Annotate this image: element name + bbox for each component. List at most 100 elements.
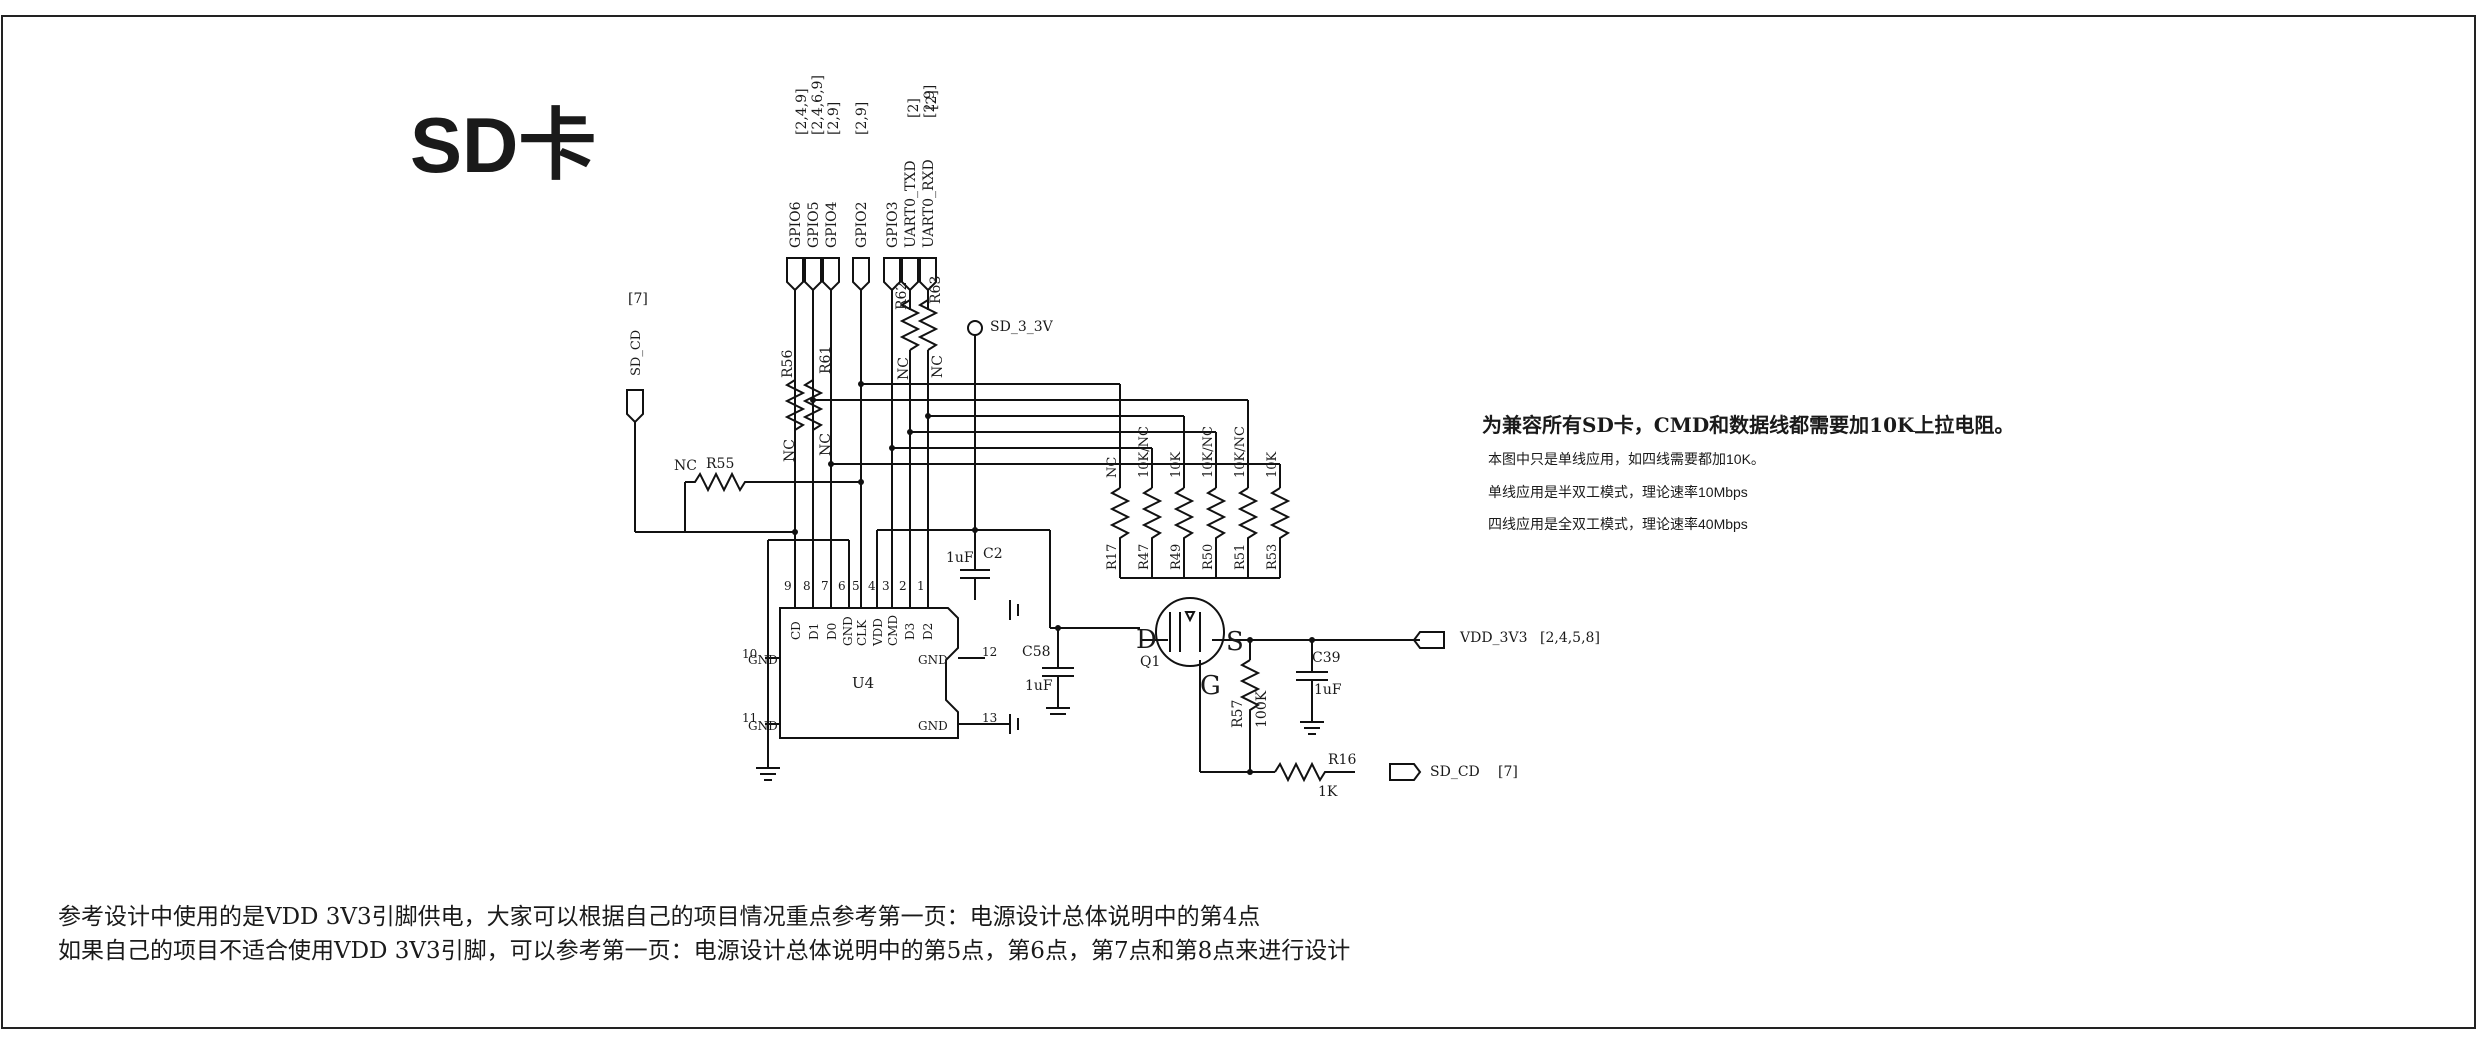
u4-pin-d2: D2: [921, 623, 935, 640]
u4-pin-10-num: 10: [742, 647, 757, 661]
u4-gnd-13: GND: [918, 719, 948, 733]
mosfet-labels: D S G Q1: [1136, 625, 1244, 701]
r49-ref: R49: [1169, 544, 1184, 570]
q1-g-label: G: [1200, 671, 1221, 701]
c39-value: 1uF: [1314, 682, 1342, 698]
u4-pin-vdd: VDD: [871, 618, 885, 647]
u4-pin-5-num: 5: [852, 579, 860, 593]
u4-pin-11-num: 11: [742, 711, 757, 725]
vdd-3v3-label: VDD_3V3: [1459, 630, 1527, 646]
r61-ref: R61: [818, 346, 834, 374]
u4-pin-12-num: 12: [982, 645, 997, 659]
pullup-labels: NC 10K/NC 10K 10K/NC 10K/NC 10K R17 R47 …: [1105, 426, 1280, 570]
port-uart0-rxd-label: UART0_RXD: [921, 159, 937, 248]
r61-value: NC: [818, 433, 834, 456]
r62-ref: R62: [894, 282, 910, 310]
r17-ref: R17: [1105, 544, 1120, 570]
c58-ref: C58: [1022, 644, 1051, 660]
footer-line-1: 参考设计中使用的是VDD 3V3引脚供电，大家可以根据自己的项目情况重点参考第一…: [58, 904, 1260, 930]
u4-pin-9-num: 9: [784, 579, 792, 593]
u4-pin-gnd: GND: [841, 616, 855, 646]
port-gpio3-ref: [2,9]: [922, 85, 938, 118]
u4-pin-3-num: 3: [882, 579, 890, 593]
u4-pin-cd: CD: [789, 621, 803, 640]
port-gpio6-ref: [2,4,9]: [794, 88, 810, 135]
port-gpio5-label: GPIO5: [806, 201, 822, 248]
r62-value: NC: [896, 357, 912, 380]
port-gpio4-ref: [2,9]: [826, 102, 842, 135]
r16-ref: R16: [1328, 752, 1356, 768]
u4-pin-8-num: 8: [803, 579, 811, 593]
sd-cd-right-label: SD_CD: [1430, 764, 1480, 780]
r56-value: NC: [782, 439, 798, 462]
r47-ref: R47: [1137, 544, 1152, 570]
r56-ref: R56: [780, 350, 796, 378]
u4-pin-1-num: 1: [917, 579, 925, 593]
r47-value: 10K/NC: [1137, 426, 1152, 478]
sd-cd-left-ref: [7]: [628, 291, 648, 307]
sd-3-3v-label: SD_3_3V: [990, 319, 1054, 335]
u4-ref: U4: [852, 674, 874, 692]
c58-value: 1uF: [1025, 678, 1053, 694]
r63-value: NC: [930, 355, 946, 378]
u4-gnd-10: GND: [748, 653, 778, 667]
q1-ref: Q1: [1140, 654, 1160, 670]
r16-value: 1K: [1318, 784, 1338, 800]
sd-cd-right-ref: [7]: [1498, 764, 1518, 780]
u4-pin-6-num: 6: [838, 579, 846, 593]
r53-ref: R53: [1265, 544, 1280, 570]
r51-value: 10K/NC: [1233, 426, 1248, 478]
vdd-3v3-ref: [2,4,5,8]: [1540, 630, 1600, 646]
c39-ref: C39: [1312, 650, 1341, 666]
u4-pin-7-num: 7: [821, 579, 829, 593]
u4-pin-2-num: 2: [899, 579, 907, 593]
u4-pin-clk: CLK: [855, 619, 869, 646]
right-port-labels: VDD_3V3 [2,4,5,8] SD_CD [7]: [1430, 630, 1600, 780]
resistor-labels: R56 NC R61 NC R62 NC R63 NC NC R55: [674, 276, 946, 474]
u4-gnd-11: GND: [748, 719, 778, 733]
r50-value: 10K/NC: [1201, 426, 1216, 478]
r17-value: NC: [1105, 457, 1120, 478]
c2-ref: C2: [983, 546, 1003, 562]
r57-value: 100K: [1254, 690, 1270, 728]
r55-value: NC: [674, 458, 697, 474]
r53-value: 10K: [1265, 451, 1280, 478]
sd-cd-left-label: SD_CD: [629, 330, 644, 376]
page-title: SD卡: [410, 101, 596, 189]
port-gpio2-ref: [2,9]: [854, 102, 870, 135]
notes-line-2: 单线应用是半双工模式，理论速率10Mbps: [1488, 484, 1748, 500]
r55-ref: R55: [706, 456, 734, 472]
q1-d-label: D: [1136, 625, 1157, 655]
port-gpio5-ref: [2,4,6,9]: [810, 75, 826, 135]
u4-gnd-12: GND: [918, 653, 948, 667]
port-gpio4-label: GPIO4: [824, 201, 840, 248]
u4-pin-d3: D3: [903, 623, 917, 640]
notes-line-3: 四线应用是全双工模式，理论速率40Mbps: [1488, 516, 1748, 532]
footer-line-2: 如果自己的项目不适合使用VDD 3V3引脚，可以参考第一页：电源设计总体说明中的…: [58, 938, 1350, 964]
u4-pin-cmd: CMD: [886, 615, 900, 646]
port-gpio6-label: GPIO6: [788, 201, 804, 248]
r63-ref: R63: [928, 276, 944, 304]
u4-pin-4-num: 4: [868, 579, 876, 593]
r50-ref: R50: [1201, 544, 1216, 570]
wires: [626, 257, 1445, 783]
port-gpio3-label: GPIO3: [885, 201, 901, 248]
u4-pin-labels: 9 8 7 6 5 4 3 2 1 CD D1 D0 GND CLK VDD C…: [742, 579, 997, 733]
q1-s-label: S: [1226, 627, 1244, 657]
port-uart0-txd-ref: [2]: [906, 98, 922, 118]
port-uart0-txd-label: UART0_TXD: [903, 160, 919, 248]
capacitor-labels: 1uF C2 C58 1uF C39 1uF: [946, 546, 1342, 698]
port-uart0-rxd-ref: [2]: [924, 90, 940, 110]
u4-pin-13-num: 13: [982, 711, 997, 725]
u4-pin-d0: D0: [825, 623, 839, 640]
junctions: [792, 381, 1315, 775]
r57-ref: R57: [1230, 700, 1246, 728]
port-gpio2-label: GPIO2: [854, 201, 870, 248]
r57-r16-labels: R57 100K R16 1K: [1230, 690, 1356, 800]
notes-heading: 为兼容所有SD卡，CMD和数据线都需要加10K上拉电阻。: [1482, 413, 2014, 437]
gpio-labels: GPIO6 GPIO5 GPIO4 GPIO2 GPIO3 UART0_TXD …: [788, 75, 940, 248]
sheet-border: [1, 15, 2476, 1029]
r49-value: 10K: [1169, 451, 1184, 478]
u4-pin-d1: D1: [807, 623, 821, 640]
